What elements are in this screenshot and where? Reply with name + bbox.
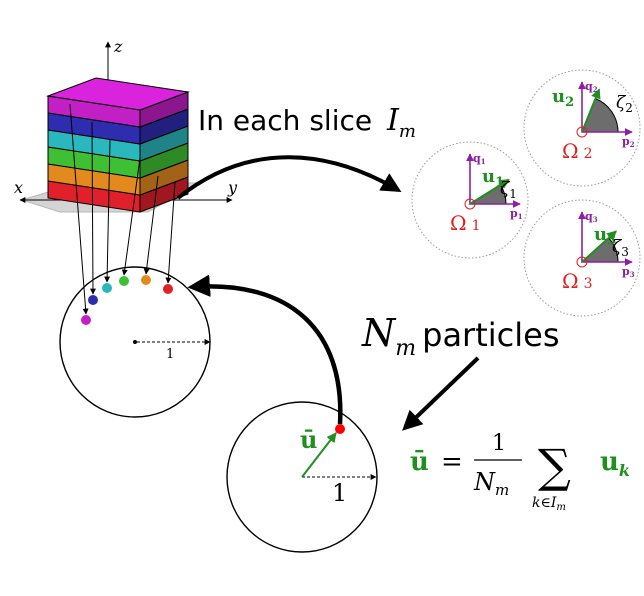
slice-caption: In each slice Im (198, 103, 416, 142)
particle-circle-outline (523, 69, 641, 187)
formula-term: uk (600, 447, 630, 480)
slice-points (81, 275, 173, 325)
formula-denominator: Nm (473, 468, 509, 499)
slice-top-face (46, 77, 190, 111)
slice-mapping-line (165, 181, 176, 284)
mean-radius-label: 1 (332, 479, 347, 507)
slice-mapping-line (143, 175, 159, 275)
slice-point (141, 275, 151, 285)
slice-point (119, 276, 129, 286)
region-origin (464, 198, 476, 210)
formula-sum-index: k∈Im (532, 495, 566, 513)
particles-to-mean-arrow (402, 356, 480, 431)
slice-point (81, 315, 91, 325)
unit-circle-center (133, 340, 137, 344)
slice-mapping-line (121, 157, 141, 276)
p-axis-label: p2 (622, 135, 635, 149)
velocity-label: u2 (552, 86, 574, 110)
mean-formula: ū = 1 Nm ∑ k∈Im uk (410, 431, 630, 513)
slice-to-point-lines (69, 103, 176, 315)
slice-mapping-line (89, 121, 96, 295)
angle-label: ζ1 (500, 179, 517, 201)
mean-vector-arrow (301, 432, 337, 478)
mean-vector-label: ū (300, 425, 317, 454)
mean-point (335, 424, 345, 434)
unit-radius-label: 1 (166, 347, 174, 362)
slice-to-particles-arrow (176, 155, 402, 200)
velocity-vector (581, 230, 617, 263)
slice-point (88, 295, 98, 305)
p-axis-label: p1 (510, 207, 523, 221)
angle-wedge (581, 97, 619, 133)
x-axis-label: x (14, 178, 23, 197)
formula-sum: ∑ (538, 439, 571, 493)
p-axis-label: p3 (622, 265, 635, 279)
velocity-vector (469, 178, 510, 205)
angle-label: ζ3 (612, 237, 629, 259)
slice-stack: x y z (14, 37, 238, 315)
y-axis-label: y (227, 178, 238, 197)
mean-circle-group: 1 ū (226, 401, 378, 553)
mean-to-slice-point-arrow (187, 274, 343, 425)
region-origin (576, 256, 588, 268)
q-axis-label: q1 (473, 152, 486, 166)
velocity-vector (581, 88, 601, 133)
slice-point (163, 284, 173, 294)
q-axis-label: q2 (585, 80, 598, 94)
region-origin (576, 126, 588, 138)
stack-layers (46, 77, 190, 213)
particle-circle-outline (523, 199, 641, 317)
slice-point (102, 283, 112, 293)
mean-circle (226, 401, 378, 553)
formula-lhs: ū (410, 447, 429, 477)
particle-circle-outline (411, 141, 529, 259)
unit-circle-group: 1 (59, 266, 211, 418)
formula-numerator: 1 (492, 431, 506, 456)
formula-equals: = (441, 447, 463, 477)
q-axis-label: q3 (585, 210, 598, 224)
z-axis-label: z (113, 37, 123, 56)
slice-mapping-line (69, 103, 89, 315)
slice-mapping-line (104, 139, 111, 283)
